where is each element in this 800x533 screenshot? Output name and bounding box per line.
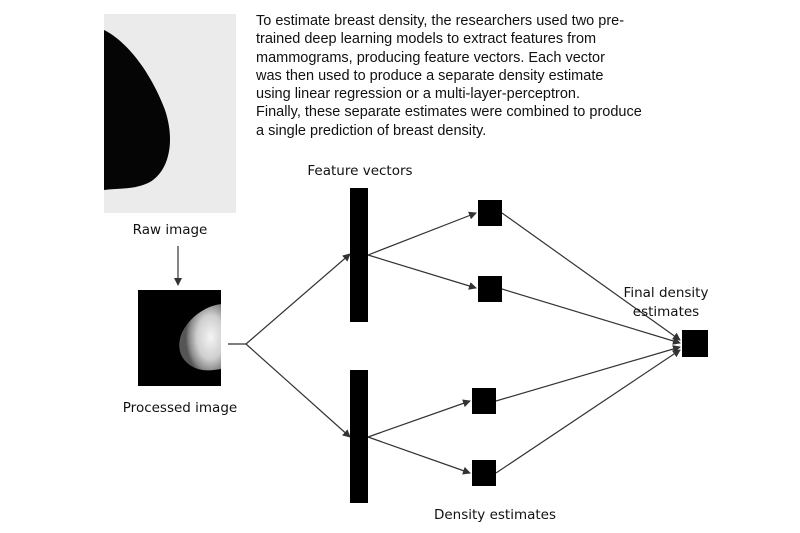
- arrow-estimate-1-to-final: [501, 212, 681, 341]
- density-estimate-2: [478, 276, 502, 302]
- arrow-to-feature-vector-top: [245, 253, 351, 345]
- processed-image-label: Processed image: [122, 400, 238, 416]
- raw-image-breast-silhouette: [104, 30, 170, 190]
- description-text: To estimate breast density, the research…: [256, 13, 642, 139]
- density-estimate-3: [472, 388, 496, 414]
- density-estimate-4: [472, 460, 496, 486]
- arrow-to-feature-vector-bottom: [245, 343, 351, 438]
- processed-image-tissue: [179, 304, 221, 371]
- feature-vector-bottom: [350, 370, 368, 503]
- raw-image: [104, 14, 236, 213]
- final-density-label-line2: estimates: [632, 304, 700, 320]
- raw-image-label: Raw image: [132, 222, 208, 238]
- arrow-estimate-3-to-final: [495, 345, 681, 402]
- feature-vector-top: [350, 188, 368, 322]
- arrow-estimate-4-to-final: [495, 349, 681, 474]
- density-estimate-1: [478, 200, 502, 226]
- arrow-fv-top-to-estimate-2: [367, 254, 477, 290]
- arrow-fv-bottom-to-estimate-3: [367, 399, 471, 438]
- density-estimates-label: Density estimates: [433, 507, 557, 523]
- arrow-fv-top-to-estimate-1: [367, 211, 477, 256]
- feature-vectors-label: Feature vectors: [307, 163, 413, 179]
- arrow-estimate-2-to-final: [501, 288, 681, 345]
- final-density-label-line1: Final density: [623, 285, 709, 301]
- final-density-estimate: [682, 330, 708, 357]
- processed-image: [138, 290, 221, 386]
- arrow-fv-bottom-to-estimate-4: [367, 436, 471, 475]
